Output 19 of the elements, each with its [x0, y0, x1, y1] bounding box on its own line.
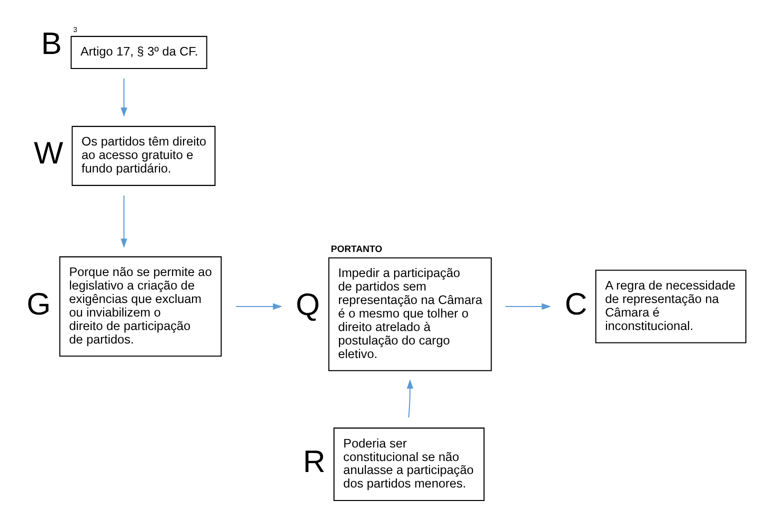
arrow — [120, 78, 128, 117]
arrow — [120, 196, 128, 248]
node-box: Artigo 17, § 3º da CF. — [70, 36, 208, 70]
node-label: PORTANTO — [330, 244, 382, 254]
node-label: G — [26, 286, 51, 322]
node-label: 3 — [73, 24, 78, 34]
arrow — [236, 303, 282, 310]
node-box: Poderia ser constitucional se não anulasse a participação dos partidos menores. — [333, 428, 485, 502]
node-label: C — [564, 286, 588, 322]
node-label: R — [302, 444, 326, 480]
node-label: W — [34, 136, 64, 171]
arrow — [505, 303, 552, 310]
node-label: Q — [296, 286, 320, 322]
node-label: B — [41, 26, 62, 62]
node-box: Porque não se permite ao legislativo a criação de exigências que excluam ou inviabilizem o direito de participação de partidos. — [59, 256, 222, 357]
node-box: Impedir a participação de partidos sem representação na Câmara é o mesmo que tolher o direito atrelado à postulação do cargo eletivo. — [328, 257, 492, 372]
arrow — [406, 379, 414, 418]
node-box: Os partidos têm direito ao acesso gratuito e fundo partidário. — [72, 126, 216, 186]
node-box: A regra de necessidade de representação na Câmara é inconstitucional. — [595, 270, 746, 344]
